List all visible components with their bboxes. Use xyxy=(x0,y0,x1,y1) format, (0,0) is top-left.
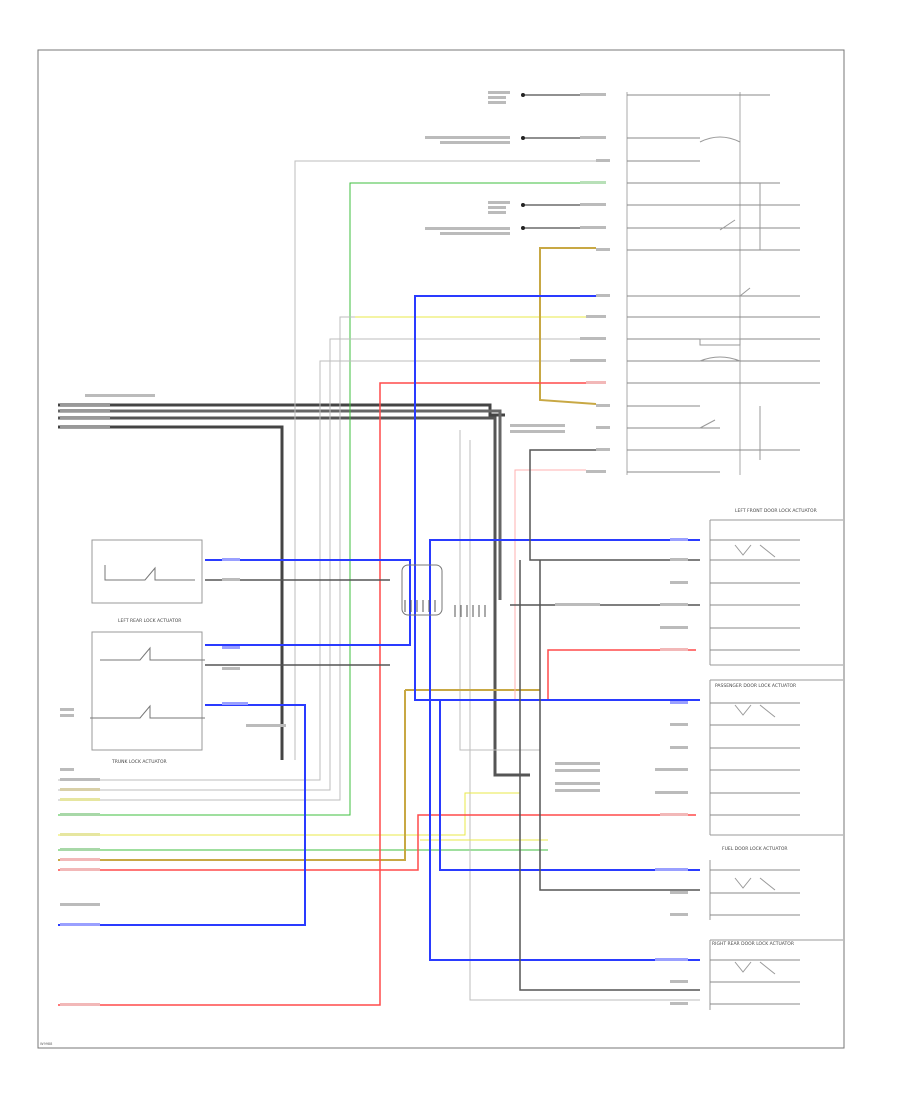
wire-green xyxy=(58,182,580,851)
caption-right-rear-door-lock-actuator: RIGHT REAR DOOR LOCK ACTUATOR xyxy=(712,941,794,947)
wire-gray-dark xyxy=(205,449,700,991)
center-junction-connector xyxy=(401,564,486,617)
wire-yellow xyxy=(58,316,586,841)
caption-fuel-door-lock-actuator: FUEL DOOR LOCK ACTUATOR xyxy=(722,846,788,852)
caption-passenger-door-lock-actuator: PASSENGER DOOR LOCK ACTUATOR xyxy=(715,683,796,689)
right-actuator-lf-door xyxy=(709,519,843,666)
page-code: W9988 xyxy=(40,1042,52,1046)
main-harness-top xyxy=(58,403,530,777)
caption-trunk-lock-actuator: TRUNK LOCK ACTUATOR xyxy=(111,759,167,765)
wire-pink xyxy=(514,469,586,700)
wire-yellow-brown xyxy=(58,247,597,861)
trunk-lock-actuator xyxy=(60,631,286,751)
right-actuator-passenger-door xyxy=(709,679,843,836)
upper-right-module xyxy=(425,91,820,475)
caption-left-rear-lock-actuator: LEFT REAR LOCK ACTUATOR xyxy=(118,618,181,624)
left-rear-lock-actuator xyxy=(91,539,240,604)
wire-red xyxy=(58,382,696,1006)
right-actuator-rr-door xyxy=(709,939,843,1010)
caption-left-front-door-lock-actuator: LEFT FRONT DOOR LOCK ACTUATOR xyxy=(735,508,817,514)
diagram-frame xyxy=(37,49,845,1049)
right-actuator-fuel-door xyxy=(709,860,800,920)
